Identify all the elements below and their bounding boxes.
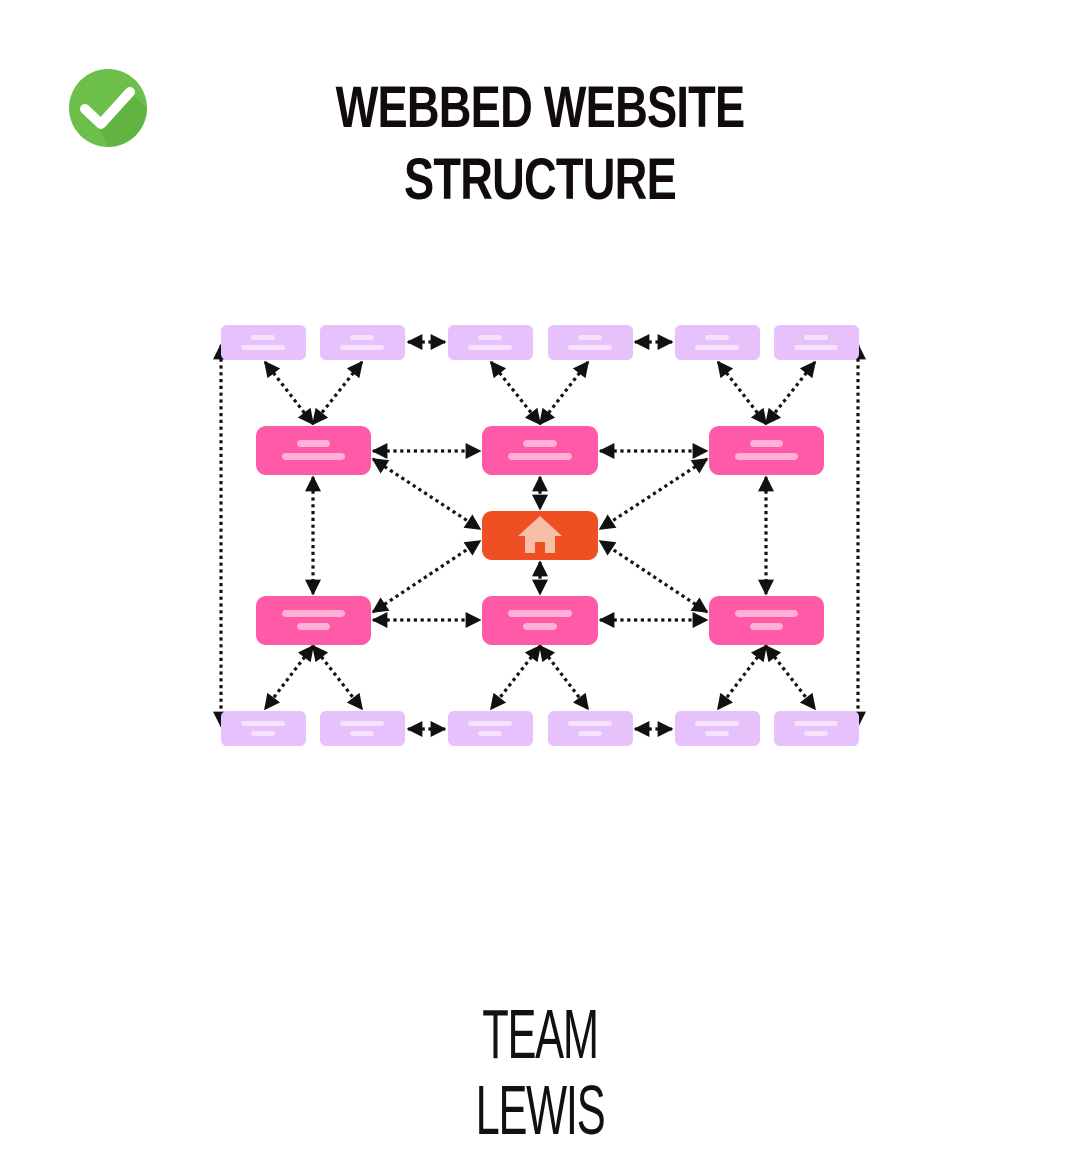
connector — [716, 360, 768, 426]
connector — [538, 360, 590, 426]
connector — [371, 457, 482, 531]
section-node — [709, 596, 824, 645]
section-node — [256, 596, 371, 645]
check-badge-icon — [69, 69, 147, 147]
page-node — [448, 711, 533, 746]
section-node — [709, 426, 824, 475]
section-node — [482, 596, 598, 645]
connector — [263, 644, 315, 711]
brand-logo: TEAM LEWIS — [475, 995, 606, 1149]
page-node — [548, 711, 633, 746]
connector — [716, 644, 768, 711]
connector — [371, 539, 482, 614]
home-icon — [518, 516, 562, 553]
connector — [489, 360, 542, 426]
page-node — [675, 325, 760, 360]
bottom-pages — [221, 711, 859, 746]
page-node — [774, 711, 859, 746]
connectors — [213, 334, 866, 737]
page-node — [675, 711, 760, 746]
section-node — [256, 426, 371, 475]
section-nodes — [256, 426, 824, 645]
top-pages — [221, 325, 859, 360]
webbed-structure-diagram — [213, 325, 866, 746]
section-node — [482, 426, 598, 475]
home-node — [482, 511, 598, 560]
connector — [263, 360, 315, 426]
page-node — [221, 711, 306, 746]
connector — [598, 457, 709, 531]
page-node — [221, 325, 306, 360]
page-node — [320, 325, 405, 360]
page-node — [774, 325, 859, 360]
connector — [311, 360, 364, 426]
page-node — [320, 711, 405, 746]
placeholder-lines — [241, 335, 838, 736]
page-node — [448, 325, 533, 360]
connector — [311, 644, 364, 711]
connector — [764, 360, 817, 426]
connector — [764, 644, 817, 711]
page-title: WEBBED WEBSITE STRUCTURE — [335, 75, 746, 212]
connector — [598, 539, 709, 614]
connector — [538, 644, 590, 711]
connector — [489, 644, 542, 711]
page-node — [548, 325, 633, 360]
